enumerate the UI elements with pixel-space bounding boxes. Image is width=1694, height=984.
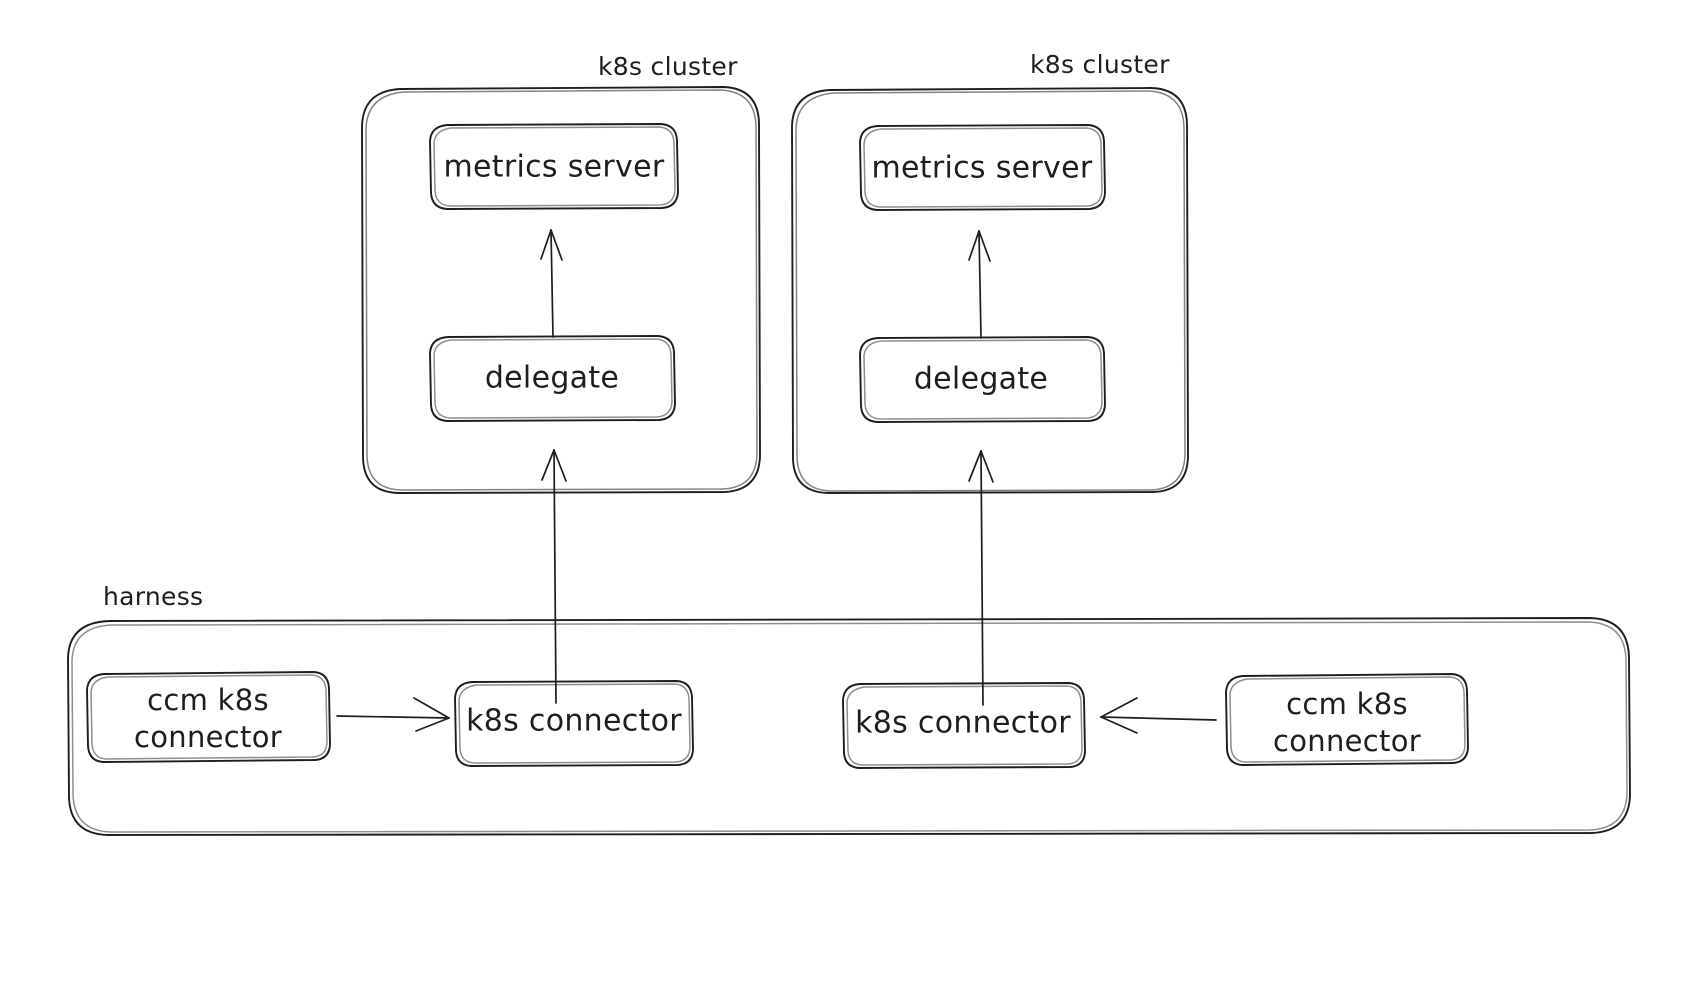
node-ccm-k8s-connector-right[interactable]: ccm k8s connector [1225,673,1469,766]
node-delegate-left[interactable]: delegate [429,335,676,422]
node-k8s-connector-left[interactable]: k8s connector [454,680,694,767]
edge-k8sconnector-left-to-delegate-left [541,449,567,704]
k8s-connector-right-label: k8s connector [855,706,1071,741]
group-harness[interactable]: harness [67,582,1631,836]
node-metrics-server-right[interactable]: metrics server [859,124,1106,211]
ccm-k8s-connector-left-label-line1: ccm k8s [147,683,269,717]
group-cluster-left[interactable]: k8s cluster [361,52,761,494]
node-delegate-right[interactable]: delegate [859,336,1106,423]
node-k8s-connector-right[interactable]: k8s connector [842,682,1086,769]
cluster-left-label: k8s cluster [598,52,738,81]
group-cluster-right[interactable]: k8s cluster [791,50,1189,494]
metrics-server-right-label: metrics server [872,151,1093,186]
metrics-server-left-label: metrics server [444,150,665,185]
edge-ccm-left-to-k8s-connector-left [336,697,450,732]
edge-ccm-right-to-k8s-connector-right [1100,697,1217,734]
delegate-left-label: delegate [485,361,619,396]
edge-k8sconnector-right-to-delegate-right [968,450,994,706]
ccm-k8s-connector-right-label-line2: connector [1273,724,1421,758]
k8s-connector-left-label: k8s connector [466,704,682,739]
delegate-right-label: delegate [914,362,1048,397]
edge-delegate-right-to-metrics-server-right [968,230,991,339]
ccm-k8s-connector-left-label-line2: connector [134,720,282,754]
harness-label: harness [103,582,203,611]
node-ccm-k8s-connector-left[interactable]: ccm k8s connector [86,671,331,763]
edge-delegate-left-to-metrics-server-left [540,229,563,338]
cluster-right-label: k8s cluster [1030,50,1170,79]
node-metrics-server-left[interactable]: metrics server [429,123,679,210]
ccm-k8s-connector-right-label-line1: ccm k8s [1286,687,1408,721]
